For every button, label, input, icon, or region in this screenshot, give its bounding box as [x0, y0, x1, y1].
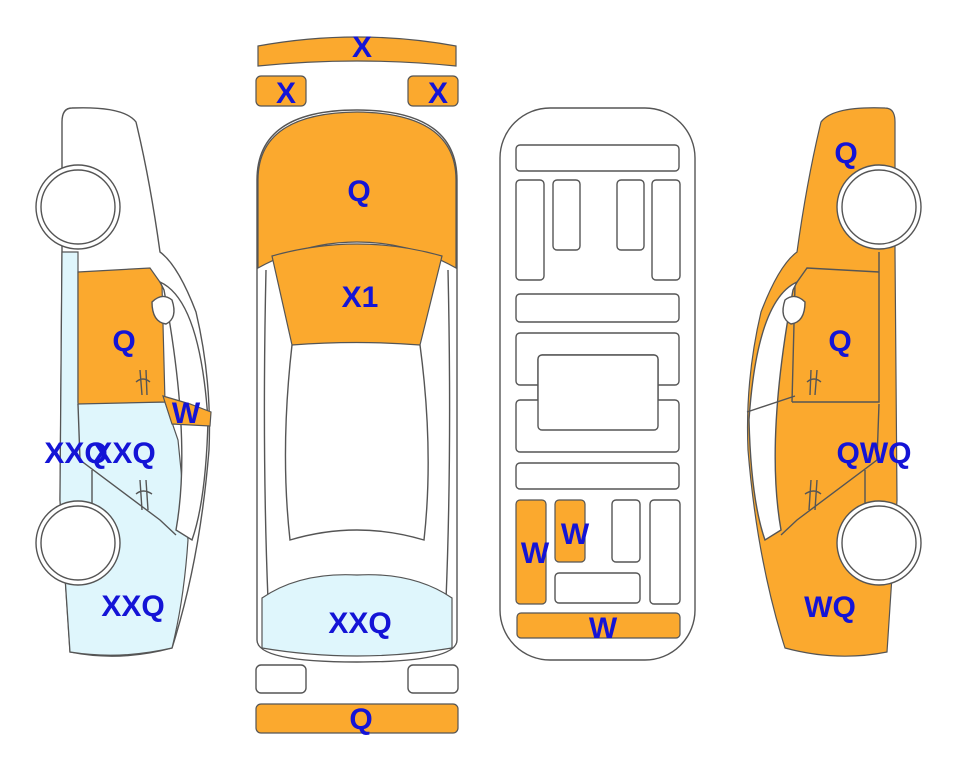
underside-rear-bar[interactable] — [516, 612, 681, 639]
label-hood: Q — [347, 175, 370, 208]
label-front-bumper: X — [352, 31, 372, 64]
label-under-rear-left: W — [521, 537, 550, 570]
left-side-view — [35, 107, 212, 657]
underside-rear-mid[interactable] — [554, 499, 586, 563]
rear-right-light[interactable] — [407, 664, 459, 694]
label-under-rear-mid: W — [561, 518, 590, 551]
label-right-rear-door: QWQ — [837, 437, 912, 470]
right-window — [748, 280, 799, 542]
front-right-light[interactable] — [407, 75, 459, 107]
label-right-front-door: Q — [828, 325, 851, 358]
label-under-rear-bar: W — [589, 612, 618, 645]
hood[interactable] — [257, 111, 457, 270]
underside-view — [499, 107, 696, 661]
label-left-rear-quarter: XXQ — [101, 590, 164, 623]
left-front-door[interactable] — [77, 267, 166, 405]
windshield[interactable] — [271, 243, 443, 346]
right-side-view — [746, 107, 922, 657]
left-rear-wheel — [35, 500, 121, 586]
rear-left-light[interactable] — [255, 664, 307, 694]
rear-bumper[interactable] — [255, 703, 459, 734]
label-left-rear-door-b: XXQ — [92, 437, 155, 470]
left-front-wheel — [35, 164, 121, 250]
right-rear-wheel — [836, 500, 922, 586]
label-front-right-light: X — [428, 77, 448, 110]
label-left-front-door: Q — [112, 325, 135, 358]
label-left-rear-door-a: XXQ — [44, 437, 107, 470]
right-front-wheel — [836, 164, 922, 250]
label-rear-window: XXQ — [328, 607, 391, 640]
damage-labels: X X X Q X1 XXQ Q Q W XXQ XXQ XXQ W W W Q… — [44, 31, 911, 736]
top-view — [255, 36, 459, 734]
label-windshield: X1 — [342, 281, 379, 314]
label-right-rear-quarter: WQ — [804, 591, 856, 624]
front-left-light[interactable] — [255, 75, 307, 107]
underside-rear-left[interactable] — [515, 499, 547, 605]
label-rear-bumper: Q — [349, 703, 372, 736]
front-bumper[interactable] — [257, 36, 457, 67]
label-left-mirror: W — [172, 397, 201, 430]
label-front-left-light: X — [276, 77, 296, 110]
label-right-front-fender: Q — [834, 137, 857, 170]
rear-window[interactable] — [261, 574, 453, 657]
left-mirror[interactable] — [162, 395, 212, 427]
